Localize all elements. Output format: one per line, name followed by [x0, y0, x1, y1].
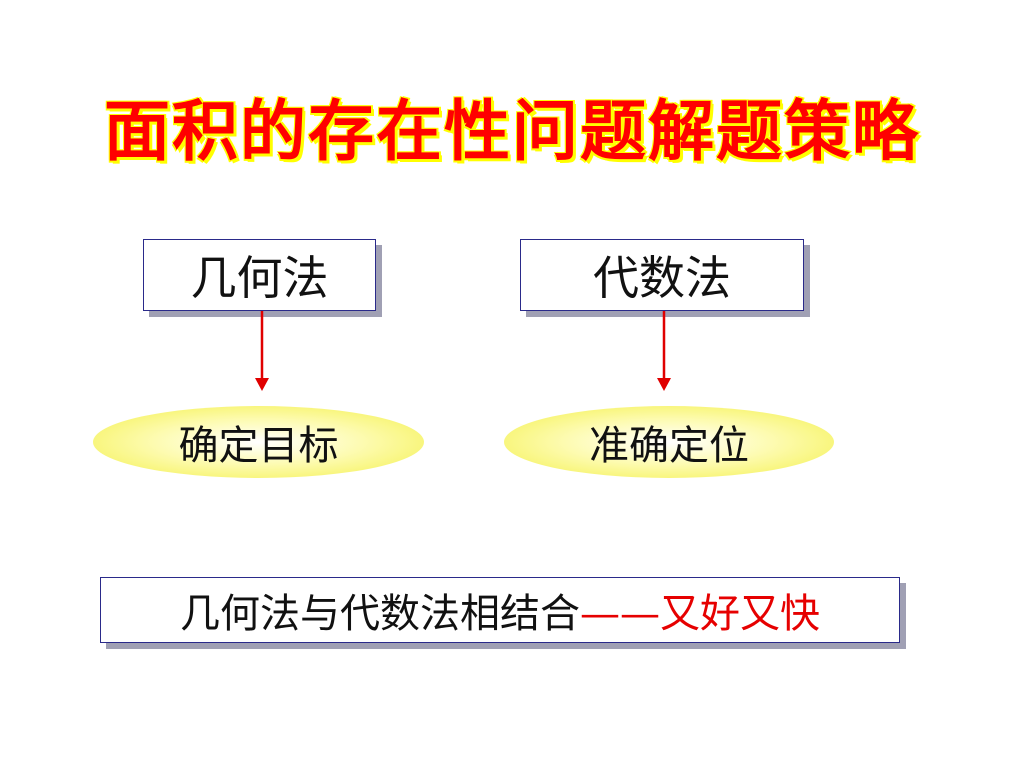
conclusion-box: 几何法与代数法相结合——又好又快	[100, 577, 900, 643]
method-box-algebra: 代数法	[520, 239, 804, 311]
goal-ellipse-geometry: 确定目标	[93, 406, 424, 478]
method-box-geometry: 几何法	[143, 239, 376, 311]
arrow-algebra	[657, 311, 671, 391]
conclusion-accent: ——又好又快	[580, 591, 820, 637]
arrow-geometry	[255, 311, 269, 391]
conclusion-text: 几何法与代数法相结合	[180, 591, 580, 637]
goal-ellipse-algebra: 准确定位	[504, 406, 834, 478]
slide-title: 面积的存在性问题解题策略	[104, 93, 920, 170]
